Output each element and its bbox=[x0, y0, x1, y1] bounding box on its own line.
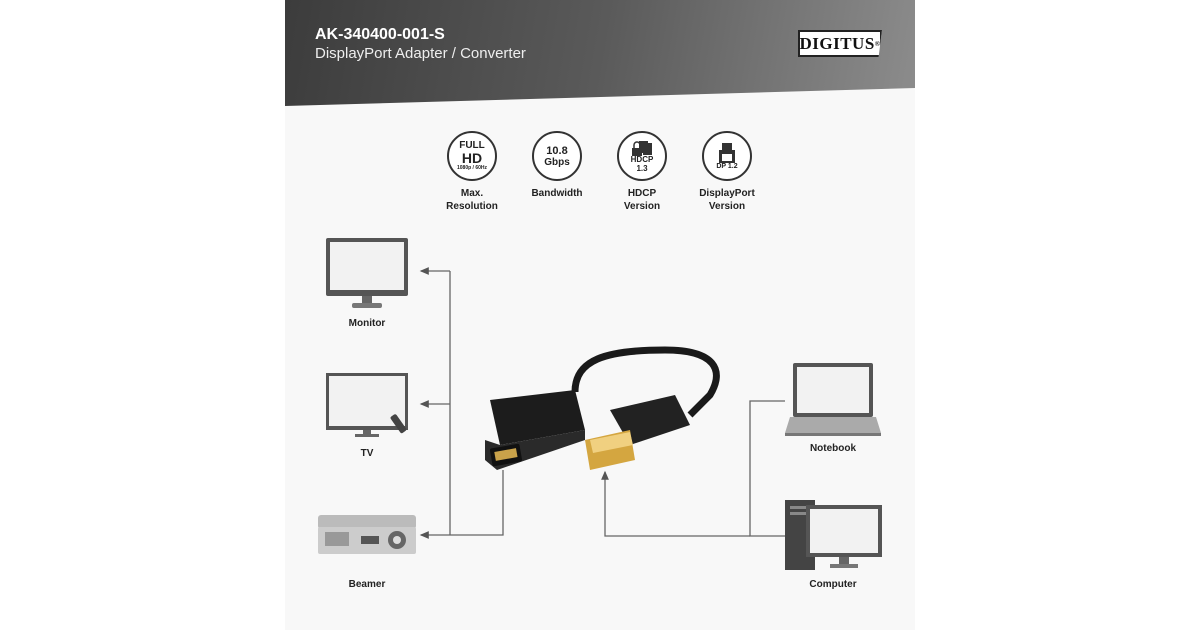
feature-label: Version bbox=[623, 201, 661, 212]
feature-bandwidth: 10.8 Gbps Bandwidth bbox=[512, 131, 602, 200]
dp-version: DP 1.2 bbox=[716, 162, 738, 170]
monitor-icon bbox=[326, 238, 408, 308]
full-text: FULL bbox=[459, 140, 485, 151]
bandwidth-icon: 10.8 Gbps bbox=[532, 131, 582, 181]
device-label-beamer: Beamer bbox=[348, 579, 386, 590]
device-label-notebook: Notebook bbox=[809, 443, 857, 454]
feature-label: Resolution bbox=[446, 201, 498, 212]
product-subtitle: DisplayPort Adapter / Converter bbox=[315, 45, 526, 62]
device-label-tv: TV bbox=[360, 448, 374, 459]
computer-icon bbox=[785, 500, 882, 570]
feature-label: Max. bbox=[460, 188, 484, 199]
digitus-logo: DIGITUS® bbox=[798, 30, 882, 57]
hdcp-lock-icon: HDCP 1.3 bbox=[617, 131, 667, 181]
feature-label: Version bbox=[708, 201, 746, 212]
full-hd-icon: FULL HD 1080p / 60Hz bbox=[447, 131, 497, 181]
dp-connector-icon bbox=[719, 142, 735, 163]
header-banner: AK-340400-001-S DisplayPort Adapter / Co… bbox=[285, 0, 915, 106]
bandwidth-unit: Gbps bbox=[544, 156, 570, 168]
lock-documents-icon bbox=[632, 140, 652, 156]
device-label-monitor: Monitor bbox=[348, 318, 386, 329]
connector-lines bbox=[419, 267, 785, 539]
displayport-icon: DP 1.2 bbox=[702, 131, 752, 181]
feature-resolution: FULL HD 1080p / 60Hz Max. Resolution bbox=[427, 131, 517, 213]
feature-label: HDCP bbox=[627, 188, 657, 199]
product-sku: AK-340400-001-S bbox=[315, 26, 445, 43]
beamer-icon bbox=[318, 515, 416, 554]
dp-to-hdmi-adapter-image bbox=[485, 346, 720, 470]
bandwidth-value: 10.8 bbox=[546, 144, 568, 157]
feature-hdcp: HDCP 1.3 HDCP Version bbox=[597, 131, 687, 213]
notebook-icon bbox=[785, 363, 881, 436]
feature-label: Bandwidth bbox=[531, 188, 583, 199]
device-label-computer: Computer bbox=[809, 579, 857, 590]
hdcp-text: HDCP bbox=[630, 154, 654, 164]
tv-icon bbox=[326, 373, 408, 437]
hd-text: HD bbox=[461, 150, 483, 166]
resolution-text: 1080p / 60Hz bbox=[456, 165, 488, 171]
feature-label: DisplayPort bbox=[699, 188, 755, 199]
connection-diagram bbox=[318, 238, 882, 570]
product-infographic: AK-340400-001-S DisplayPort Adapter / Co… bbox=[285, 0, 915, 630]
hdcp-version: 1.3 bbox=[636, 163, 648, 173]
